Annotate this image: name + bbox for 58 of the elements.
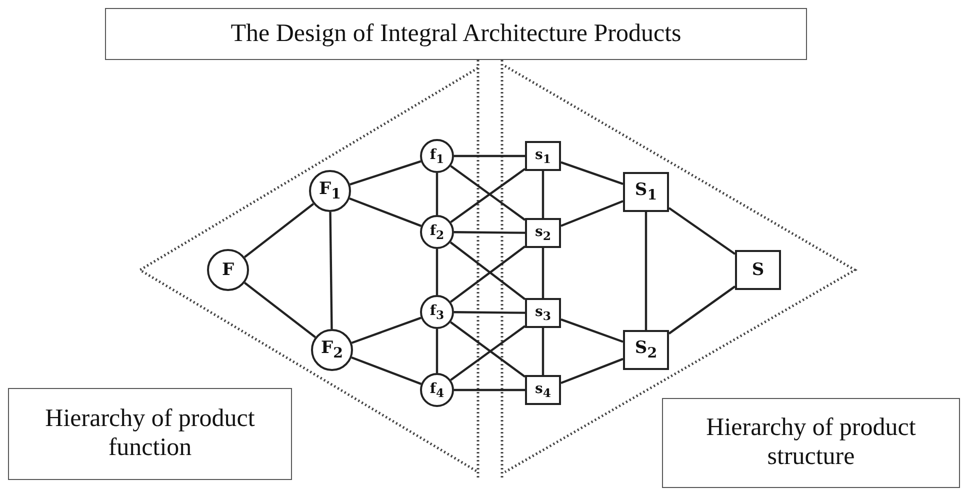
node-label: S [752,260,764,280]
structure-box [525,218,561,248]
text-box [8,388,292,480]
function-circle [420,295,454,329]
function-circle [311,329,353,371]
structure-box [525,141,561,171]
node-label: Hierarchy of product function [44,405,256,463]
structure-box [623,172,669,212]
connector-line [560,161,624,185]
node-label: f$_{1}$ [430,146,444,166]
structure-box [735,250,781,290]
node-label: s$_{2}$ [534,224,551,242]
connector-line [351,316,422,344]
node-label: s$_{4}$ [534,380,551,400]
node-label: s$_{3}$ [534,304,551,322]
connector-line [542,248,544,298]
connector-line [644,212,648,330]
connector-line [329,212,333,330]
function-circle [420,373,454,407]
node-label: Hierarchy of product structure [705,414,917,472]
structure-box [525,375,561,405]
node-label: F$_{2}$ [321,338,343,362]
function-circle [420,139,454,173]
connector-line [454,311,526,314]
connector-line [560,318,624,343]
connector-line [244,282,316,338]
connector-line [436,249,438,295]
connector-line [351,356,422,385]
connector-line [350,160,422,186]
connector-line [542,328,544,375]
text-box [662,398,960,488]
connector-line [668,207,736,255]
connector-line [244,202,314,258]
node-label: S$_{1}$ [634,180,658,204]
node-label: f$_{3}$ [430,302,444,322]
connector-line [668,286,736,334]
node-label: s$_{1}$ [534,146,551,166]
connector-line [454,388,525,392]
structure-box [623,330,669,370]
connector-line [560,200,624,227]
structure-box [525,298,561,328]
text-box [105,8,807,60]
node-label: F [222,260,234,280]
connector-line [560,358,624,384]
function-circle [420,215,454,249]
node-label: F$_{1}$ [319,179,341,203]
node-label: The Design of Integral Architecture Products [230,20,682,48]
node-label: S$_{2}$ [634,338,658,362]
connector-line [542,171,544,218]
function-circle [309,170,351,212]
node-label: f$_{2}$ [430,222,444,242]
node-label: f$_{4}$ [430,380,444,400]
connector-line [454,154,525,158]
connector-line [436,173,438,215]
connector-line [349,197,422,227]
connector-line [454,231,526,234]
connector-line [436,329,438,373]
function-circle [207,249,249,291]
